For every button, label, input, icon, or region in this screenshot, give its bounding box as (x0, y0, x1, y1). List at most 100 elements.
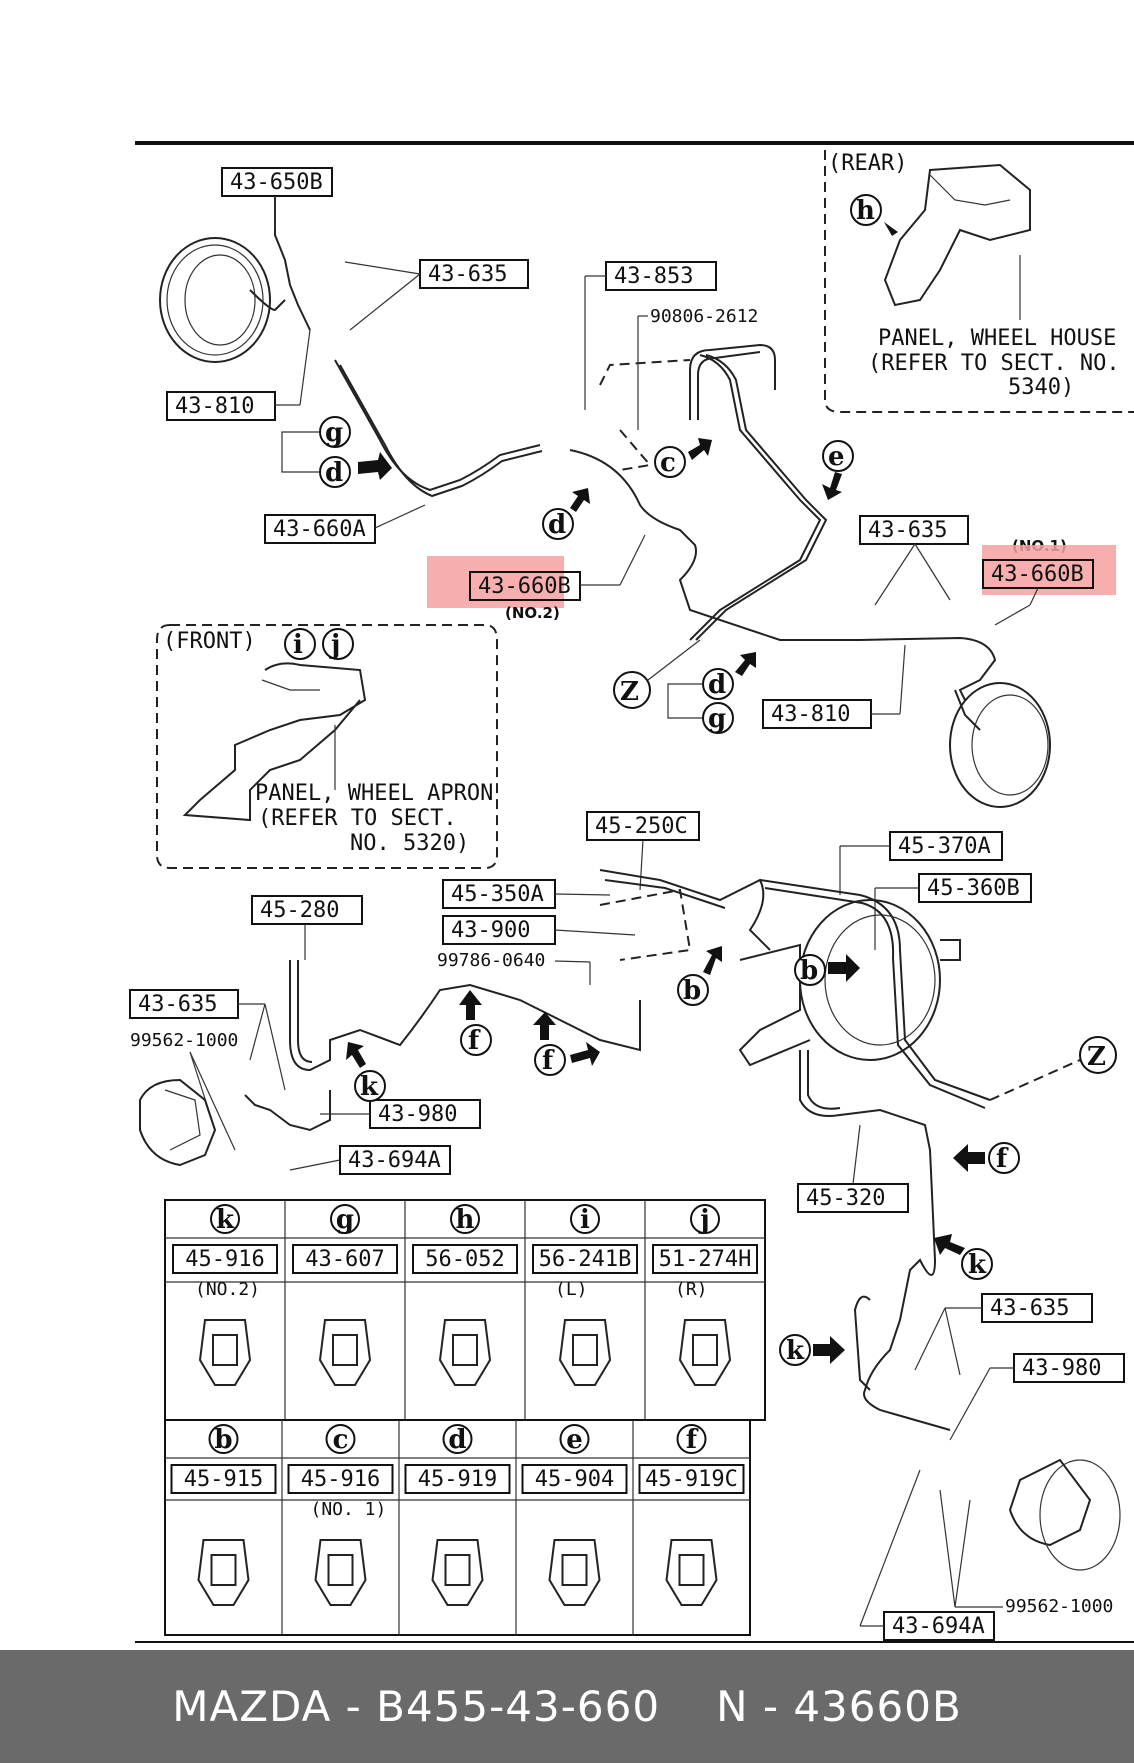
clip-cell-h-1: h 56-052 (412, 1204, 518, 1386)
clip-part-number: 45-904 (535, 1467, 614, 1492)
clip-letter-circle (325, 1424, 356, 1454)
label-45-320: 45-320 (806, 1186, 885, 1211)
clip-part-number: 45-919C (645, 1467, 738, 1492)
clip-letter-circle (676, 1424, 707, 1454)
label-99786-0640: 99786-0640 (437, 950, 545, 971)
clip-icon (438, 1319, 492, 1386)
clip-part-number: 43-607 (305, 1247, 384, 1272)
label-43-635-mid: 43-635 (868, 518, 947, 543)
clip-letter: h (456, 1205, 475, 1235)
label-no2-mid: (NO.2) (505, 604, 560, 622)
front-inset-line1: PANEL, WHEEL APRON (255, 781, 493, 806)
callout-d-3: d (708, 670, 726, 700)
clip-letter-circle (442, 1424, 473, 1454)
label-43-810-right: 43-810 (771, 702, 850, 727)
clip-cell-c-2: c45-916(NO. 1) (287, 1424, 394, 1606)
callout-e: e (828, 442, 845, 472)
front-left-disc (159, 237, 271, 363)
clip-letter: k (216, 1205, 235, 1235)
rear-inset-line2: (REFER TO SECT. NO. (868, 351, 1120, 376)
top-labels: 43-650B 43-635 43-853 90806-2612 43-810 … (166, 167, 1116, 729)
callout-b-1: b (800, 956, 818, 986)
label-45-360B: 45-360B (927, 876, 1020, 901)
label-43-980-right: 43-980 (1022, 1356, 1101, 1381)
clip-icon (197, 1539, 250, 1606)
clip-cell-f-2: f 45-919C (638, 1424, 745, 1606)
label-45-280: 45-280 (260, 898, 339, 923)
clip-cell-d-2: d 45-919 (404, 1424, 511, 1606)
clip-letter-circle (559, 1424, 590, 1454)
clip-icon (678, 1319, 732, 1386)
callout-f-3: f (996, 1144, 1009, 1174)
clip-letter-circle (330, 1204, 360, 1234)
label-45-370A: 45-370A (898, 834, 991, 859)
clip-letter-circle (208, 1424, 239, 1454)
clip-letter: e (566, 1425, 583, 1455)
front-inset-line3: NO. 5320) (350, 831, 469, 856)
clip-part-box (652, 1244, 758, 1274)
label-43-694A-left: 43-694A (348, 1148, 441, 1173)
clip-part-box (521, 1464, 628, 1494)
clip-letter: g (336, 1205, 354, 1235)
clip-letter: i (580, 1205, 590, 1235)
rear-inset-line3: 5340) (1008, 375, 1074, 400)
rear-lower-right: 45-320 f k k 43-635 43-980 99562-1000 43… (779, 1050, 1125, 1641)
label-43-635-top: 43-635 (428, 262, 507, 287)
clip-part-box (172, 1244, 278, 1274)
clip-letter: j (698, 1205, 709, 1235)
label-43-650B-top: 43-650B (230, 170, 323, 195)
clip-cell-i-1: i56-241B(L) (532, 1204, 638, 1386)
clip-icon (431, 1539, 484, 1606)
callout-g-1: g (325, 418, 343, 448)
label-43-694A-right: 43-694A (892, 1614, 985, 1639)
front-lower-left: 45-280 43-635 99562-1000 43-980 43-694A … (129, 895, 641, 1175)
clip-part-number: 56-052 (425, 1247, 504, 1272)
label-45-350A: 45-350A (451, 882, 544, 907)
clip-part-number: 51-274H (659, 1247, 752, 1272)
label-43-853: 43-853 (614, 264, 693, 289)
callout-Z-top: Z (620, 677, 639, 707)
clip-part-box (404, 1464, 511, 1494)
label-43-660A: 43-660A (273, 517, 366, 542)
callout-f-2: f (542, 1046, 555, 1076)
clip-part-number: 45-916 (301, 1467, 380, 1492)
clip-letter-circle (450, 1204, 480, 1234)
front-inset-line2: (REFER TO SECT. (258, 806, 457, 831)
clip-letter-circle (570, 1204, 600, 1234)
top-callouts: g d c e d Z d g (281, 416, 854, 734)
clip-cell-b-2: b45-915 (170, 1424, 277, 1606)
clip-part-box (170, 1464, 277, 1494)
rear-inset-line1: PANEL, WHEEL HOUSE (878, 326, 1116, 351)
footer-ref-number: N - 43660B (716, 1682, 962, 1731)
callout-b-2: b (683, 976, 701, 1006)
brake-line-diagram: (REAR) PANEL, WHEEL HOUSE (REFER TO SECT… (129, 141, 1134, 1643)
rear-inset: (REAR) PANEL, WHEEL HOUSE (REFER TO SECT… (824, 150, 1134, 413)
clip-letter: d (448, 1425, 466, 1455)
clip-table-cells: k45-916(NO.2) g 43-607 h 56-052 i56-241B(L) j 5… (170, 1204, 758, 1606)
clip-cell-k-1: k45-916(NO.2) (172, 1204, 278, 1386)
callout-c: c (660, 448, 676, 478)
clip-cell-j-1: j51-274H(R) (652, 1204, 758, 1386)
label-43-900: 43-900 (451, 918, 530, 943)
callout-k-2: k (968, 1250, 987, 1280)
clip-icon (548, 1539, 601, 1606)
clip-cell-e-2: e 45-904 (521, 1424, 628, 1606)
clip-letter-circle (690, 1204, 720, 1234)
clip-part-box (532, 1244, 638, 1274)
callout-h-rear (850, 194, 882, 226)
clip-part-number: 45-915 (184, 1467, 263, 1492)
clip-table: k45-916(NO.2) g 43-607 h 56-052 i56-241B(L) j 5… (164, 1199, 766, 1636)
label-43-635-lower: 43-635 (138, 992, 217, 1017)
footer-bar: MAZDA - B455-43-660 N - 43660B (0, 1650, 1134, 1763)
label-43-660B-right: 43-660B (991, 562, 1084, 587)
label-99562-1000-left: 99562-1000 (130, 1030, 238, 1051)
callout-j: j (329, 630, 340, 660)
clip-row-2 (164, 1419, 751, 1636)
clip-part-number: 45-919 (418, 1467, 497, 1492)
rear-inset-title: (REAR) (828, 151, 907, 176)
callout-k-1: k (360, 1072, 379, 1102)
clip-letter: f (686, 1425, 699, 1455)
callout-k-3: k (786, 1336, 805, 1366)
master-cylinder-area: 45-250C 45-370A 45-350A 45-360B 43-900 9… (437, 811, 1117, 1109)
callout-d-1: d (325, 458, 343, 488)
